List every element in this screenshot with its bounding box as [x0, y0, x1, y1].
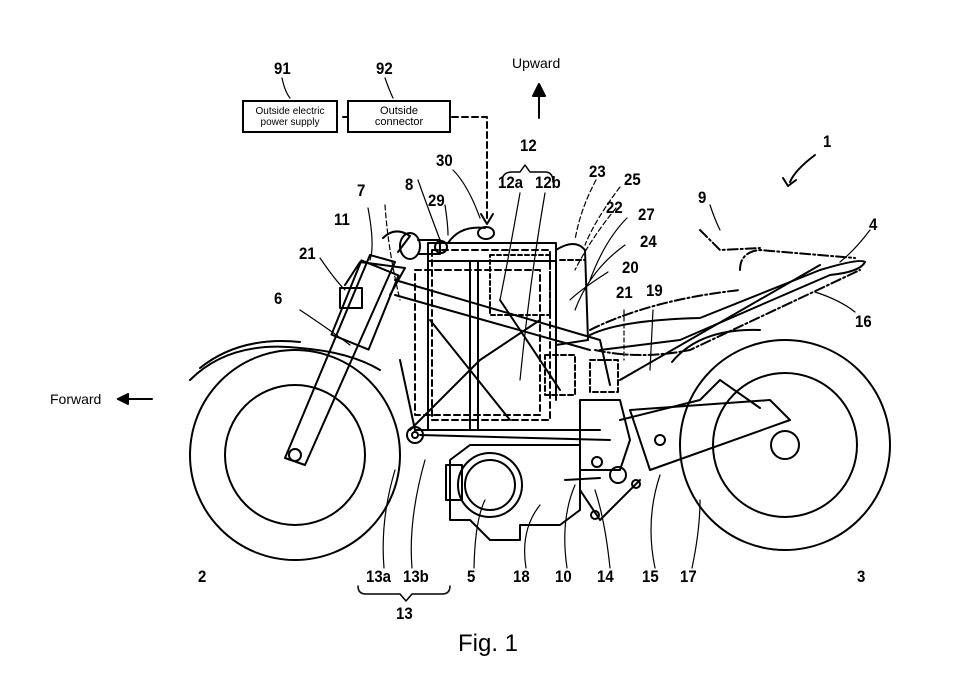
ref-7: 7	[357, 181, 366, 200]
ref-14: 14	[597, 567, 614, 586]
connector-30	[447, 226, 495, 244]
ref-10: 10	[555, 567, 572, 586]
rear-wheel	[671, 328, 891, 551]
upward-label: Upward	[512, 55, 561, 71]
ref-29: 29	[428, 191, 445, 210]
lever-10	[564, 477, 601, 481]
ref-12a: 12a	[498, 173, 523, 192]
lamp-21	[339, 287, 363, 309]
ref-13a: 13a	[366, 567, 391, 586]
ref-20: 20	[622, 258, 639, 277]
ref-1: 1	[823, 132, 832, 151]
ref-27: 27	[638, 205, 655, 224]
ref-6: 6	[274, 289, 283, 308]
ref-21-rear: 21	[616, 283, 633, 302]
ref-13: 13	[396, 604, 413, 623]
brace-12	[501, 164, 554, 183]
ref-21-front: 21	[299, 244, 316, 263]
front-wheel	[189, 340, 401, 561]
box-91-line1: Outside electric	[255, 105, 325, 117]
ref-3: 3	[857, 567, 866, 586]
ref-15: 15	[642, 567, 659, 586]
forward-label: Forward	[50, 391, 102, 407]
upward-arrow	[532, 83, 546, 119]
box-92-line2: connector	[374, 115, 424, 128]
ref-18: 18	[513, 567, 530, 586]
ref-12b: 12b	[535, 173, 561, 192]
seat-9	[589, 229, 866, 381]
ref-4: 4	[869, 215, 878, 234]
ref-23: 23	[589, 162, 606, 181]
ref-9: 9	[698, 188, 707, 207]
ref-22: 22	[606, 198, 623, 217]
ref-13b: 13b	[403, 567, 429, 586]
handlebar	[399, 232, 448, 260]
ref-17: 17	[680, 567, 697, 586]
motor-18	[445, 444, 581, 541]
ref-91: 91	[274, 59, 291, 78]
ref-11: 11	[334, 210, 350, 229]
ref-2: 2	[198, 567, 207, 586]
ref-5: 5	[467, 567, 476, 586]
ref-25: 25	[624, 170, 641, 189]
brace-13	[357, 585, 451, 602]
ref-24: 24	[640, 232, 657, 251]
battery-12	[414, 242, 557, 431]
swingarm-15	[579, 379, 791, 521]
ref-30: 30	[436, 151, 453, 170]
forward-arrow	[117, 393, 153, 405]
arrow-1	[789, 154, 816, 183]
charging-cable	[451, 116, 488, 223]
ref-92: 92	[376, 59, 393, 78]
frame	[394, 279, 611, 444]
box-92-line1: Outside	[380, 104, 418, 117]
box-91-line2: power supply	[260, 116, 320, 128]
ref-12: 12	[520, 136, 537, 155]
figure-caption: Fig. 1	[458, 630, 519, 657]
ref-16: 16	[855, 312, 872, 331]
leader-lines	[281, 77, 871, 569]
arrow-1-head	[782, 177, 797, 187]
ref-19: 19	[646, 281, 663, 300]
ref-8: 8	[405, 175, 414, 194]
cover	[544, 243, 619, 396]
cable-arrow	[480, 213, 494, 225]
